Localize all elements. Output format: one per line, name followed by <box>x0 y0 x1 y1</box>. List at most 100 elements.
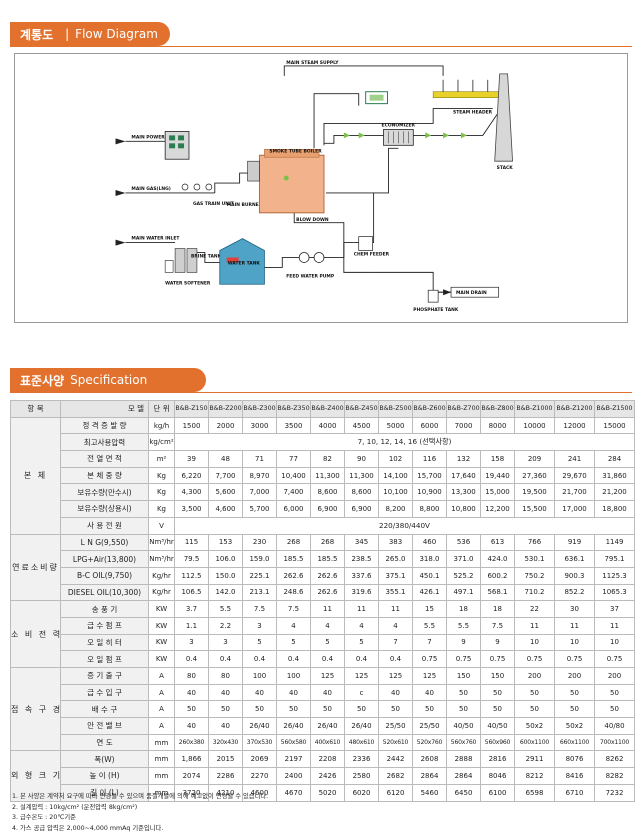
spec-value-cell: 2069 <box>242 750 277 769</box>
spec-value-cell: 230 <box>242 533 277 552</box>
spec-value-cell: 50 <box>594 700 635 719</box>
flow-title-separator: | <box>65 27 70 41</box>
spec-value-cell: 50 <box>310 700 345 719</box>
spec-value-cell: 6,900 <box>344 500 379 518</box>
spec-value-cell: 10 <box>554 633 595 652</box>
spec-value-cell: 40 <box>276 683 311 702</box>
header-model-name: B&B-Z300 <box>242 400 277 418</box>
spec-value-cell: 25/50 <box>412 717 447 735</box>
spec-value-cell: 480x610 <box>344 733 379 752</box>
spec-value-cell: 17,000 <box>554 500 595 518</box>
header-model-name: B&B-Z500 <box>378 400 413 418</box>
spec-unit: kg/cm² <box>148 433 175 452</box>
spec-value-cell: 600x1100 <box>514 733 555 752</box>
spec-unit: V <box>148 516 175 535</box>
spec-value-cell: 150 <box>480 667 515 685</box>
spec-header-row: 항 목 모 델 단 위 B&B-Z150 B&B-Z200 B&B-Z300 B… <box>10 400 635 418</box>
label-stack: STACK <box>497 165 514 171</box>
spec-unit: KW <box>148 650 175 668</box>
spec-value-cell: 400x610 <box>310 733 345 752</box>
spec-value-cell: 10,400 <box>276 466 311 485</box>
spec-value-cell: 3.7 <box>174 600 209 618</box>
feed-water-pump: FEED WATER PUMP <box>286 252 335 279</box>
spec-value-cell: 50 <box>276 700 311 719</box>
spec-value-cell: 520x610 <box>378 733 413 752</box>
spec-value-cell: 50 <box>412 700 447 719</box>
spec-value-cell: 2580 <box>344 767 379 785</box>
spec-value-cell: 700x1100 <box>594 733 635 752</box>
spec-value-cell: 238.5 <box>344 550 379 568</box>
spec-value-cell: 1.1 <box>174 616 209 635</box>
label-steam-header: STEAM HEADER <box>453 110 493 116</box>
spec-value-cell: 40 <box>208 683 243 702</box>
spec-unit: KW <box>148 600 175 618</box>
spec-value-cell: 2400 <box>276 767 311 785</box>
spec-value-cell: 0.4 <box>276 650 311 668</box>
spec-value-cell: 21,200 <box>594 483 635 502</box>
spec-value-cell: 11 <box>514 616 555 635</box>
spec-value-cell: 40/50 <box>480 717 515 735</box>
spec-value-cell: 536 <box>446 533 481 552</box>
spec-value-cell: 153 <box>208 533 243 552</box>
spec-value-cell: 4500 <box>344 416 379 435</box>
spec-category: 소 비 전 력 <box>10 600 61 668</box>
spec-value-cell: 5 <box>242 633 277 652</box>
header-model-name: B&B-Z350 <box>276 400 311 418</box>
spec-unit: A <box>148 700 175 719</box>
spec-value-cell: 11 <box>310 600 345 618</box>
spec-value-cell: 50 <box>208 700 243 719</box>
spec-value-cell: 15,000 <box>480 483 515 502</box>
spec-value-cell: 4 <box>276 616 311 635</box>
flue-arrows <box>343 132 467 139</box>
spec-item-label: 정 격 증 발 량 <box>60 416 149 435</box>
spec-value-cell: 7 <box>378 633 413 652</box>
spec-value-cell: 7,400 <box>276 483 311 502</box>
spec-value-cell: 6000 <box>412 416 447 435</box>
flow-title-ko: 계통도 <box>20 27 54 42</box>
spec-value-cell: 4000 <box>310 416 345 435</box>
spec-value-cell: 10,800 <box>446 500 481 518</box>
spec-value-cell: 0.75 <box>480 650 515 668</box>
spec-value-cell: 7.5 <box>276 600 311 618</box>
spec-value-cell: 5 <box>344 633 379 652</box>
spec-unit: mm <box>148 767 175 785</box>
spec-value-cell: 320x430 <box>208 733 243 752</box>
spec-value-cell: 31,860 <box>594 466 635 485</box>
label-drain-tank: PHOSPHATE TANK <box>413 307 459 313</box>
spec-value-cell: 37 <box>594 600 635 618</box>
note-line: 1. 본 사양은 계약처 요구에 따라 변경될 수 있으며 품질개발에 의해 예… <box>12 793 269 800</box>
spec-value-cell: 17,640 <box>446 466 481 485</box>
spec-value-cell: 8212 <box>514 767 555 785</box>
steam-header: STEAM HEADER <box>432 79 503 116</box>
spec-value-cell: 3500 <box>276 416 311 435</box>
spec-value-cell: 750.2 <box>514 566 555 585</box>
spec-value-cell: 5020 <box>310 783 345 802</box>
spec-value-cell: 5 <box>310 633 345 652</box>
spec-value-cell: 19,500 <box>514 483 555 502</box>
spec-value-cell: 0.4 <box>378 650 413 668</box>
spec-value-cell: 11 <box>594 616 635 635</box>
spec-value-cell: 11,300 <box>344 466 379 485</box>
spec-value-cell: 50 <box>514 683 555 702</box>
spec-value-cell: 319.6 <box>344 583 379 602</box>
spec-item-label: 본 체 중 량 <box>60 466 149 485</box>
spec-value-cell: 2426 <box>310 767 345 785</box>
main-gas-inlet: MAIN GAS(LNG) GAS TRAIN UNIT MAIN BURNER <box>115 183 263 208</box>
spec-value-cell: 40 <box>208 717 243 735</box>
spec-value-cell: 150 <box>446 667 481 685</box>
spec-unit: mm <box>148 750 175 769</box>
spec-value-cell: 159.0 <box>242 550 277 568</box>
main-water-inlet: MAIN WATER INLET <box>115 236 180 246</box>
spec-value-cell: 80 <box>208 667 243 685</box>
spec-unit: Nm³/hr <box>148 533 175 552</box>
spec-value-cell: 284 <box>594 450 635 468</box>
spec-value-cell: 40/80 <box>594 717 635 735</box>
spec-value-cell: 27,360 <box>514 466 555 485</box>
spec-item-label: 증 기 출 구 <box>60 667 149 685</box>
spec-value-cell: 497.1 <box>446 583 481 602</box>
header-model: 모 델 <box>60 400 149 418</box>
spec-heading: 표준사양 Specification <box>10 368 206 392</box>
spec-value-cell: 900.3 <box>554 566 595 585</box>
